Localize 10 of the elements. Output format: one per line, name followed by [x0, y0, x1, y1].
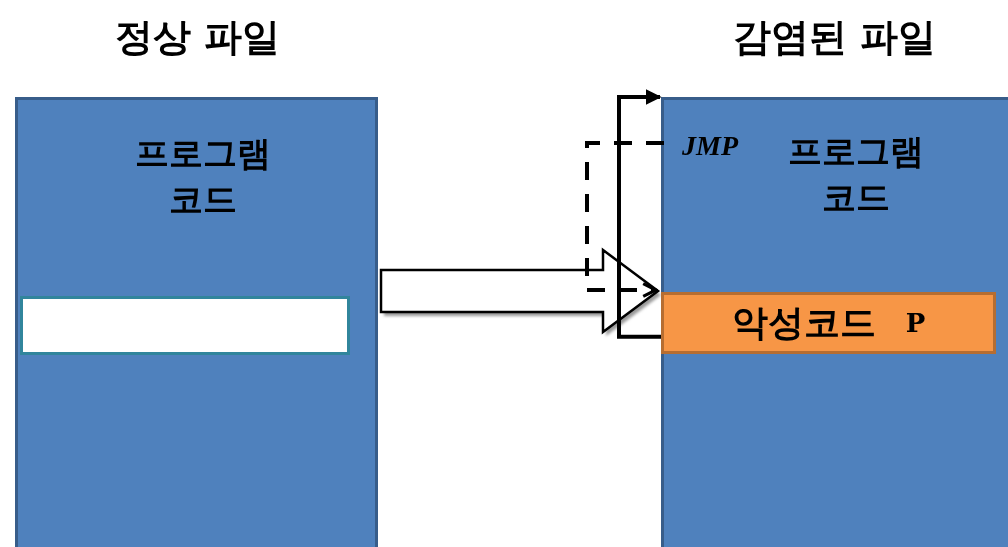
file-title: 정상 파일 — [113, 14, 282, 61]
code-label: 프로그램 코드 — [787, 130, 925, 219]
jump-instruction-label: JMP — [664, 128, 738, 164]
malicious-code-bar: 악성코드 P — [661, 292, 996, 354]
dashed-arrow — [585, 141, 664, 298]
file-title: 감염된 파일 — [731, 14, 938, 61]
empty-code-slot — [20, 296, 350, 355]
code-label: 프로그램 코드 — [134, 132, 272, 221]
arrow — [617, 89, 662, 339]
block-arrow — [379, 247, 661, 336]
